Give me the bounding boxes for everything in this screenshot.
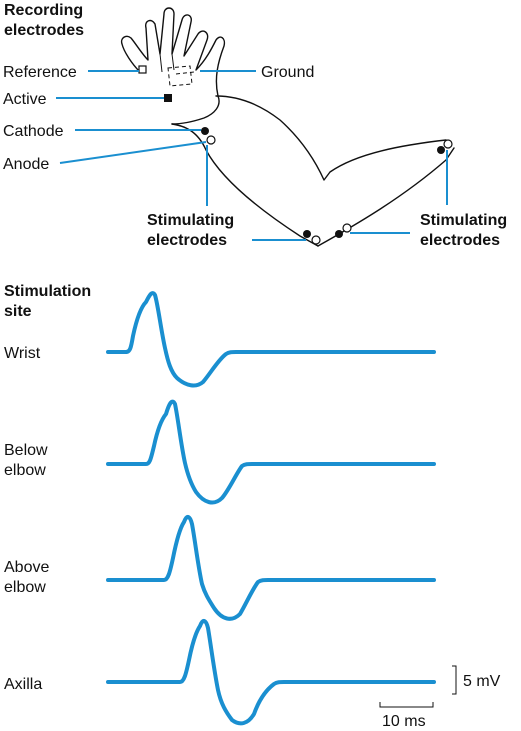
active-electrode: [164, 94, 172, 102]
forearm-upper-edge: [215, 95, 447, 181]
hand-outline: [120, 7, 226, 125]
site-label-below-elbow-line2: elbow: [4, 462, 46, 479]
time-scale-label: 10 ms: [382, 713, 426, 730]
amplitude-scale-label: 5 mV: [463, 673, 501, 690]
reference-label: Reference: [3, 64, 77, 81]
stimulating-right-line1: Stimulating: [420, 212, 507, 229]
axilla-cathode: [437, 146, 445, 154]
cmap-trace-above-elbow: [106, 515, 436, 621]
wrist-cathode: [201, 127, 209, 135]
cathode-label: Cathode: [3, 123, 64, 140]
stimulating-right-line2: electrodes: [420, 232, 500, 249]
ground-label: Ground: [261, 64, 314, 81]
above-elbow-cathode: [335, 230, 343, 238]
stimulation-header-line2: site: [4, 303, 32, 320]
site-label-axilla: Axilla: [4, 676, 42, 693]
below-elbow-cathode: [303, 230, 311, 238]
site-label-above-elbow-line2: elbow: [4, 579, 46, 596]
finger-crease: [159, 53, 163, 73]
leader-lines: [56, 70, 448, 241]
site-label-above-elbow-line1: Above: [4, 559, 49, 576]
time-scale-bar: [379, 702, 434, 708]
anode-leader: [59, 141, 207, 164]
stimulating-left-line1: Stimulating: [147, 212, 234, 229]
amplitude-scale-bar: [452, 665, 457, 695]
upper-arm-edge: [317, 147, 455, 247]
axilla-anode: [443, 139, 453, 149]
cmap-trace-axilla: [106, 619, 436, 726]
anode-label: Anode: [3, 156, 49, 173]
stimulation-header-line1: Stimulation: [4, 283, 91, 300]
cmap-trace-wrist: [106, 291, 436, 388]
wrist-anode: [206, 135, 216, 145]
ground-dashed-lead: [175, 71, 195, 75]
stimulating-left-line2: electrodes: [147, 232, 227, 249]
recording-header-line2: electrodes: [4, 22, 84, 39]
above-elbow-anode: [342, 223, 352, 233]
recording-electrode-outline: [167, 65, 193, 87]
forearm-lower-edge: [171, 123, 319, 247]
below-elbow-anode: [311, 235, 321, 245]
recording-header-line1: Recording: [4, 2, 83, 19]
reference-electrode: [138, 65, 147, 74]
finger-crease: [171, 53, 175, 71]
cmap-trace-below-elbow: [106, 399, 436, 505]
site-label-below-elbow-line1: Below: [4, 442, 48, 459]
arm-illustration: [120, 7, 455, 247]
active-label: Active: [3, 91, 47, 108]
site-label-wrist: Wrist: [4, 345, 41, 362]
